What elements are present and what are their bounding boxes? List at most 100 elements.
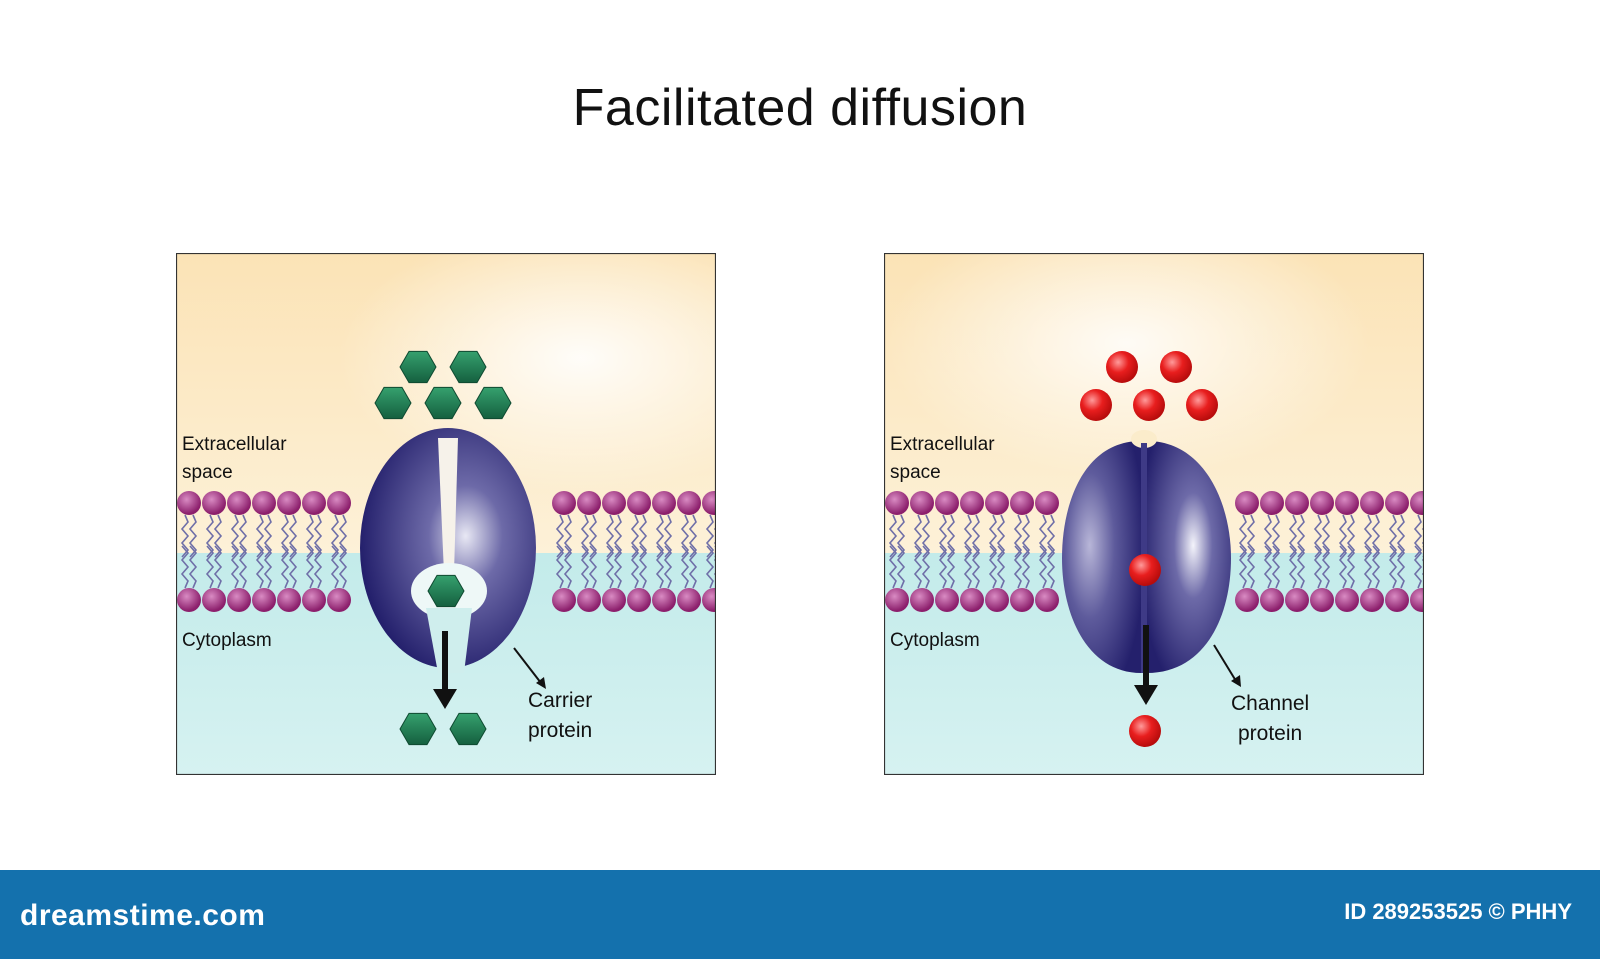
hexagon-molecule [474, 386, 512, 420]
lipid-tail [1396, 514, 1406, 558]
lipid-tail [946, 545, 956, 589]
lipid-tail [1388, 514, 1398, 558]
lipid-head [627, 491, 651, 515]
lipid-tail [655, 514, 665, 558]
lipid-head [1235, 491, 1259, 515]
lipid-head [910, 588, 934, 612]
hexagon-molecule [399, 712, 437, 746]
lipid-tail [971, 514, 981, 558]
lipid-head [935, 588, 959, 612]
lipid-tail [1313, 514, 1323, 558]
lipid-tail [1271, 514, 1281, 558]
lipid-tail [996, 514, 1006, 558]
lipid-tail [663, 514, 673, 558]
lipid-tail [255, 545, 265, 589]
lipid-tail [1363, 514, 1373, 558]
lipid-tail [205, 545, 215, 589]
lipid-tail [263, 514, 273, 558]
lipid-tail [896, 514, 906, 558]
lipid-tail [1246, 514, 1256, 558]
brand-logo[interactable]: dreamstime.com [20, 899, 266, 932]
lipid-tail [330, 545, 340, 589]
lipid-head [602, 491, 626, 515]
lipid-tail [1413, 514, 1423, 558]
lipid-head [1335, 588, 1359, 612]
lipid-tail [1246, 545, 1256, 589]
extracellular-label: Extracellular space [890, 434, 995, 483]
lipid-head [1260, 491, 1284, 515]
lipid-tail [655, 545, 665, 589]
lipid-tail [1046, 514, 1056, 558]
channel-protein-label: Channel protein [1231, 692, 1310, 745]
lipid-tail [1013, 514, 1023, 558]
lipid-tail [1346, 545, 1356, 589]
lipid-head [177, 491, 201, 515]
lipid-tail [1038, 514, 1048, 558]
lipid-tail [630, 514, 640, 558]
lipid-tail [1338, 514, 1348, 558]
lipid-tail [1288, 545, 1298, 589]
lipid-head [935, 491, 959, 515]
lipid-tail [630, 545, 640, 589]
cytoplasm-label: Cytoplasm [182, 630, 272, 651]
hexagon-molecule [427, 574, 465, 608]
lipid-tail [563, 545, 573, 589]
lipid-head [960, 588, 984, 612]
footer-bar: dreamstime.com ID 289253525 © PHHY [0, 870, 1600, 959]
lipid-tail [188, 514, 198, 558]
lipid-tail [938, 545, 948, 589]
lipid-head [602, 588, 626, 612]
lipid-tail [996, 545, 1006, 589]
lipid-tail [688, 514, 698, 558]
lipid-tail [313, 545, 323, 589]
lipid-tail [888, 514, 898, 558]
lipid-head [1410, 491, 1424, 515]
panel-border [884, 253, 1424, 775]
lipid-tail [180, 514, 190, 558]
lipid-head [202, 588, 226, 612]
lipid-head [552, 588, 576, 612]
lipid-tail [288, 545, 298, 589]
lipid-head [227, 588, 251, 612]
lipid-tail [638, 545, 648, 589]
lipid-tail [1288, 514, 1298, 558]
lipid-tail [988, 514, 998, 558]
lipid-head [577, 588, 601, 612]
lipid-tail [605, 514, 615, 558]
diagram-title: Facilitated diffusion [572, 79, 1028, 137]
lipid-tail [230, 545, 240, 589]
lipid-tail [1363, 545, 1373, 589]
lipid-tail [1413, 545, 1423, 589]
lipid-tail [280, 545, 290, 589]
lipid-head [1360, 491, 1384, 515]
circle-molecule [1129, 715, 1161, 747]
lipid-tail [338, 545, 348, 589]
lipid-tail [1021, 545, 1031, 589]
lipid-tail [1388, 545, 1398, 589]
lipid-head [227, 491, 251, 515]
lipid-head [652, 588, 676, 612]
cytoplasm-label: Cytoplasm [890, 630, 980, 651]
diffusion-arrow [1134, 625, 1158, 705]
lipid-head [202, 491, 226, 515]
lipid-head [302, 491, 326, 515]
lipid-tail [705, 545, 715, 589]
lipid-tail [238, 545, 248, 589]
lipid-head [177, 588, 201, 612]
lipid-tail [288, 514, 298, 558]
lipid-head [702, 588, 716, 612]
lipid-head [677, 491, 701, 515]
lipid-tail [921, 514, 931, 558]
circle-molecule [1106, 351, 1138, 383]
lipid-tail [338, 514, 348, 558]
hexagon-molecule [374, 386, 412, 420]
lipid-tail [663, 545, 673, 589]
lipid-tail [313, 514, 323, 558]
lipid-tail [988, 545, 998, 589]
lipid-tail [180, 545, 190, 589]
lipid-tail [563, 514, 573, 558]
lipid-tail [1296, 545, 1306, 589]
lipid-head [985, 588, 1009, 612]
lipid-tail [588, 545, 598, 589]
lipid-head [1335, 491, 1359, 515]
